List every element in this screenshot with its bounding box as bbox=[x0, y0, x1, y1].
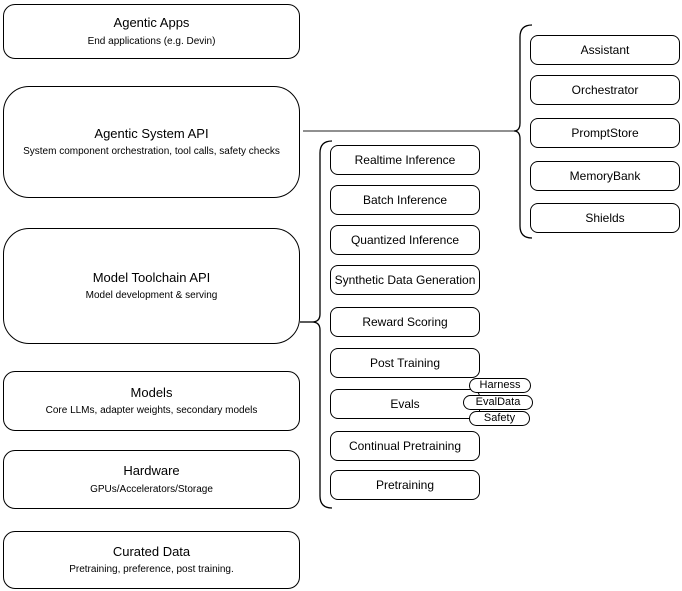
node-label: Realtime Inference bbox=[354, 153, 456, 167]
node-label: Quantized Inference bbox=[350, 233, 460, 247]
node-title: Agentic Apps bbox=[113, 15, 190, 31]
right-brace bbox=[513, 24, 533, 239]
node-models: Models Core LLMs, adapter weights, secon… bbox=[3, 371, 300, 431]
node-shields: Shields bbox=[530, 203, 680, 233]
node-label: Batch Inference bbox=[362, 193, 448, 207]
node-memorybank: MemoryBank bbox=[530, 161, 680, 191]
pill-label: Safety bbox=[483, 412, 516, 424]
node-label: Continual Pretraining bbox=[348, 439, 462, 453]
pill-safety: Safety bbox=[469, 411, 530, 426]
node-label: Pretraining bbox=[375, 478, 435, 492]
node-subtitle: End applications (e.g. Devin) bbox=[87, 35, 216, 47]
middle-brace bbox=[311, 140, 333, 509]
node-subtitle: Pretraining, preference, post training. bbox=[69, 564, 234, 576]
node-quantized-inference: Quantized Inference bbox=[330, 225, 480, 255]
node-hardware: Hardware GPUs/Accelerators/Storage bbox=[3, 450, 300, 509]
node-evals: Evals bbox=[330, 389, 480, 419]
node-label: MemoryBank bbox=[569, 169, 641, 183]
node-orchestrator: Orchestrator bbox=[530, 75, 680, 105]
node-title: Models bbox=[130, 384, 173, 400]
node-subtitle: GPUs/Accelerators/Storage bbox=[90, 483, 213, 495]
node-continual-pretraining: Continual Pretraining bbox=[330, 431, 480, 461]
node-label: Evals bbox=[390, 397, 420, 411]
node-label: Reward Scoring bbox=[362, 315, 448, 329]
node-batch-inference: Batch Inference bbox=[330, 185, 480, 215]
node-curated-data: Curated Data Pretraining, preference, po… bbox=[3, 531, 300, 589]
node-title: Agentic System API bbox=[94, 125, 209, 141]
node-label: Shields bbox=[585, 211, 625, 225]
pill-evaldata: EvalData bbox=[463, 395, 533, 410]
node-subtitle: Core LLMs, adapter weights, secondary mo… bbox=[45, 405, 258, 417]
node-agentic-system-api: Agentic System API System component orch… bbox=[3, 86, 300, 198]
node-realtime-inference: Realtime Inference bbox=[330, 145, 480, 175]
node-subtitle: System component orchestration, tool cal… bbox=[23, 146, 280, 158]
node-subtitle: Model development & serving bbox=[85, 290, 218, 302]
node-title: Model Toolchain API bbox=[92, 269, 211, 285]
pill-label: Harness bbox=[479, 379, 521, 391]
node-title: Hardware bbox=[123, 463, 180, 479]
node-agentic-apps: Agentic Apps End applications (e.g. Devi… bbox=[3, 4, 300, 59]
node-model-toolchain-api: Model Toolchain API Model development & … bbox=[3, 228, 300, 344]
node-label: Synthetic Data Generation bbox=[334, 273, 476, 287]
node-label: Assistant bbox=[580, 43, 630, 57]
node-pretraining: Pretraining bbox=[330, 470, 480, 500]
node-promptstore: PromptStore bbox=[530, 118, 680, 148]
node-assistant: Assistant bbox=[530, 35, 680, 65]
node-label: PromptStore bbox=[571, 126, 639, 140]
node-post-training: Post Training bbox=[330, 348, 480, 378]
pill-harness: Harness bbox=[469, 378, 531, 393]
pill-label: EvalData bbox=[475, 396, 521, 408]
node-label: Orchestrator bbox=[571, 83, 639, 97]
node-synthetic-data-generation: Synthetic Data Generation bbox=[330, 265, 480, 295]
node-reward-scoring: Reward Scoring bbox=[330, 307, 480, 337]
node-title: Curated Data bbox=[112, 543, 191, 559]
node-label: Post Training bbox=[369, 356, 441, 370]
